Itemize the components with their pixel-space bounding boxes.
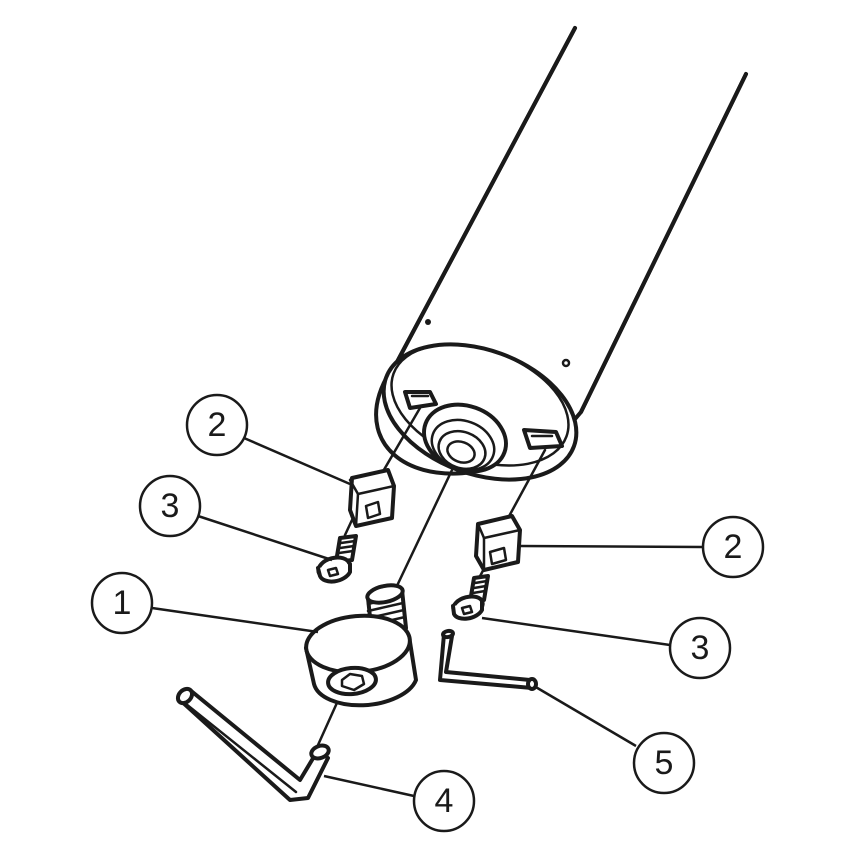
- callout-4: 4: [412, 769, 476, 833]
- callout-label: 3: [691, 629, 710, 667]
- hex-key-large: [175, 686, 331, 802]
- callout-2-right: 2: [701, 515, 765, 579]
- hex-key-small: [438, 628, 538, 691]
- callout-label: 2: [208, 406, 227, 444]
- cylinder-end-face: [381, 342, 579, 482]
- callout-label: 4: [435, 782, 454, 820]
- callout-2-left: 2: [185, 393, 249, 457]
- callout-label: 5: [655, 744, 674, 782]
- callout-5: 5: [632, 731, 696, 795]
- callout-label: 1: [113, 584, 132, 622]
- callout-label: 3: [161, 487, 180, 525]
- screw-left: [316, 534, 358, 584]
- leader-lines: [151, 436, 703, 798]
- clamp-block-right: [474, 514, 522, 572]
- callout-1: 1: [90, 571, 154, 635]
- screw-right: [451, 574, 490, 621]
- clamp-block-left: [348, 468, 396, 528]
- callout-3-right: 3: [668, 616, 732, 680]
- bolt: [304, 583, 418, 708]
- callout-3-left: 3: [138, 474, 202, 538]
- callout-label: 2: [724, 528, 743, 566]
